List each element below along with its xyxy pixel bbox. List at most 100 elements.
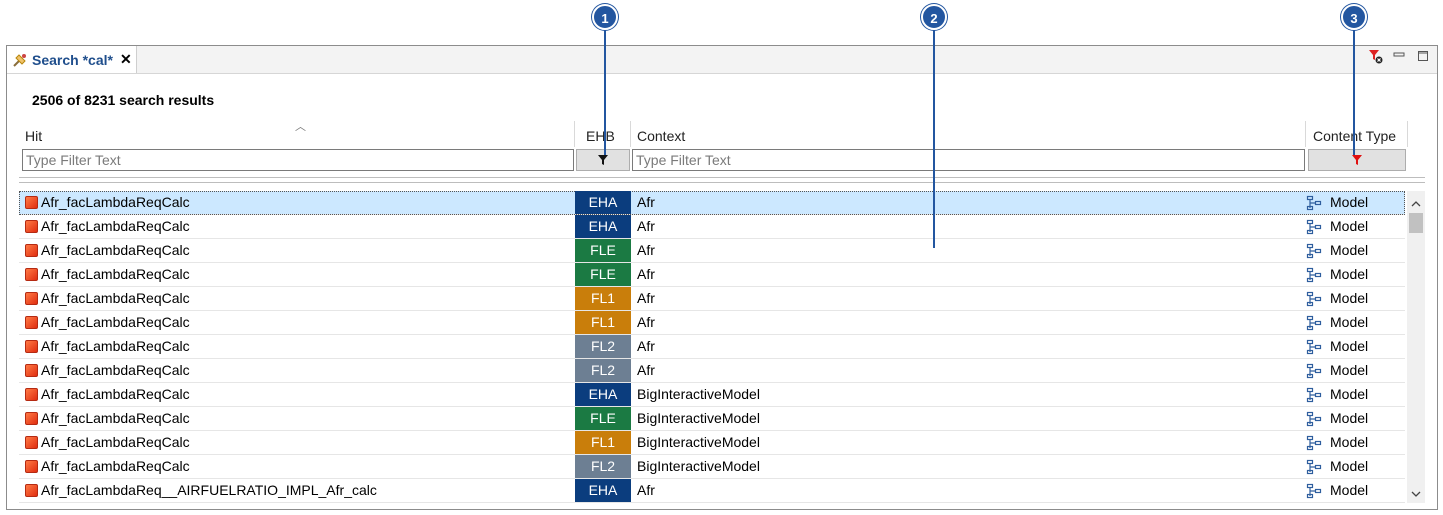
callout-2-leader	[933, 30, 935, 248]
tab-search[interactable]: Search *cal* ✕	[7, 46, 137, 73]
content-type-cell: Model	[1330, 290, 1369, 306]
context-cell: Afr	[637, 290, 655, 306]
content-type-cell: Model	[1330, 458, 1369, 474]
column-header-content-type[interactable]: Content Type	[1313, 128, 1397, 144]
column-divider[interactable]	[630, 121, 631, 147]
calibration-item-icon	[25, 364, 38, 377]
model-icon	[1306, 459, 1322, 475]
model-icon	[1306, 387, 1322, 403]
scroll-down-icon[interactable]	[1407, 485, 1425, 503]
context-cell: BigInteractiveModel	[637, 386, 760, 402]
scroll-up-icon[interactable]	[1407, 195, 1425, 213]
table-row[interactable]: Afr_facLambdaReqCalc FL2 Afr Model	[19, 335, 1405, 359]
ehb-badge: FL2	[575, 455, 631, 478]
model-icon	[1306, 267, 1322, 283]
context-cell: Afr	[637, 338, 655, 354]
content-type-cell: Model	[1330, 386, 1369, 402]
tab-title: Search *cal*	[32, 51, 113, 68]
maximize-icon[interactable]	[1415, 48, 1431, 64]
content-type-cell: Model	[1330, 194, 1369, 210]
calibration-item-icon	[25, 268, 38, 281]
hit-cell: Afr_facLambdaReqCalc	[41, 338, 190, 354]
close-icon[interactable]: ✕	[119, 51, 132, 67]
ehb-badge: FL1	[575, 287, 631, 310]
hit-cell: Afr_facLambdaReq__AIRFUELRATIO_IMPL_Afr_…	[41, 482, 377, 498]
model-icon	[1306, 291, 1322, 307]
ehb-badge: EHA	[575, 479, 631, 502]
calibration-item-icon	[25, 436, 38, 449]
column-header-context[interactable]: Context	[637, 128, 686, 144]
divider	[19, 182, 1425, 183]
search-view-icon	[13, 53, 26, 67]
ehb-badge: FLE	[575, 239, 631, 262]
calibration-item-icon	[25, 196, 38, 209]
context-cell: Afr	[637, 362, 655, 378]
hit-cell: Afr_facLambdaReqCalc	[41, 434, 190, 450]
content-type-cell: Model	[1330, 338, 1369, 354]
content-type-cell: Model	[1330, 410, 1369, 426]
context-cell: Afr	[637, 242, 655, 258]
model-icon	[1306, 411, 1322, 427]
table-row[interactable]: Afr_facLambdaReq__AIRFUELRATIO_IMPL_Afr_…	[19, 479, 1405, 503]
model-icon	[1306, 363, 1322, 379]
view-toolbar	[1367, 48, 1431, 64]
model-icon	[1306, 435, 1322, 451]
ehb-badge: EHA	[575, 215, 631, 238]
callout-3: 3	[1341, 4, 1367, 30]
content-type-cell: Model	[1330, 314, 1369, 330]
result-count: 2506 of 8231 search results	[32, 92, 215, 108]
hit-cell: Afr_facLambdaReqCalc	[41, 242, 190, 258]
content-type-cell: Model	[1330, 482, 1369, 498]
scrollbar-thumb[interactable]	[1409, 213, 1423, 233]
hit-cell: Afr_facLambdaReqCalc	[41, 194, 190, 210]
model-icon	[1306, 483, 1322, 499]
hit-cell: Afr_facLambdaReqCalc	[41, 290, 190, 306]
column-divider[interactable]	[1407, 121, 1408, 147]
callout-1-leader	[604, 30, 606, 155]
column-header-ehb[interactable]: EHB	[586, 128, 615, 144]
model-icon	[1306, 195, 1322, 211]
table-row[interactable]: Afr_facLambdaReqCalc FLE Afr Model	[19, 239, 1405, 263]
table-row[interactable]: Afr_facLambdaReqCalc FL1 Afr Model	[19, 287, 1405, 311]
context-filter-input[interactable]	[632, 149, 1305, 171]
ehb-filter-button[interactable]	[576, 149, 630, 171]
callout-1: 1	[592, 4, 618, 30]
column-header-hit[interactable]: Hit	[25, 128, 43, 144]
content-type-cell: Model	[1330, 242, 1369, 258]
calibration-item-icon	[25, 292, 38, 305]
hit-cell: Afr_facLambdaReqCalc	[41, 314, 190, 330]
content-type-cell: Model	[1330, 362, 1369, 378]
hit-cell: Afr_facLambdaReqCalc	[41, 218, 190, 234]
ehb-badge: FLE	[575, 407, 631, 430]
ehb-badge: FL2	[575, 335, 631, 358]
hit-cell: Afr_facLambdaReqCalc	[41, 266, 190, 282]
divider	[19, 177, 1425, 178]
clear-filters-icon[interactable]	[1367, 48, 1383, 64]
column-divider[interactable]	[1305, 121, 1306, 147]
vertical-scrollbar[interactable]	[1407, 191, 1425, 503]
column-divider[interactable]	[574, 121, 575, 147]
minimize-icon[interactable]	[1391, 48, 1407, 64]
content-type-cell: Model	[1330, 218, 1369, 234]
context-cell: Afr	[637, 194, 655, 210]
content-type-filter-button[interactable]	[1308, 149, 1406, 171]
context-cell: Afr	[637, 314, 655, 330]
model-icon	[1306, 219, 1322, 235]
calibration-item-icon	[25, 244, 38, 257]
content-type-cell: Model	[1330, 434, 1369, 450]
tab-bar: Search *cal* ✕	[7, 46, 1437, 74]
content-type-cell: Model	[1330, 266, 1369, 282]
ehb-badge: FL1	[575, 431, 631, 454]
calibration-item-icon	[25, 316, 38, 329]
hit-filter-input[interactable]	[22, 149, 574, 171]
sort-ascending-icon[interactable]: ︿	[295, 121, 306, 133]
